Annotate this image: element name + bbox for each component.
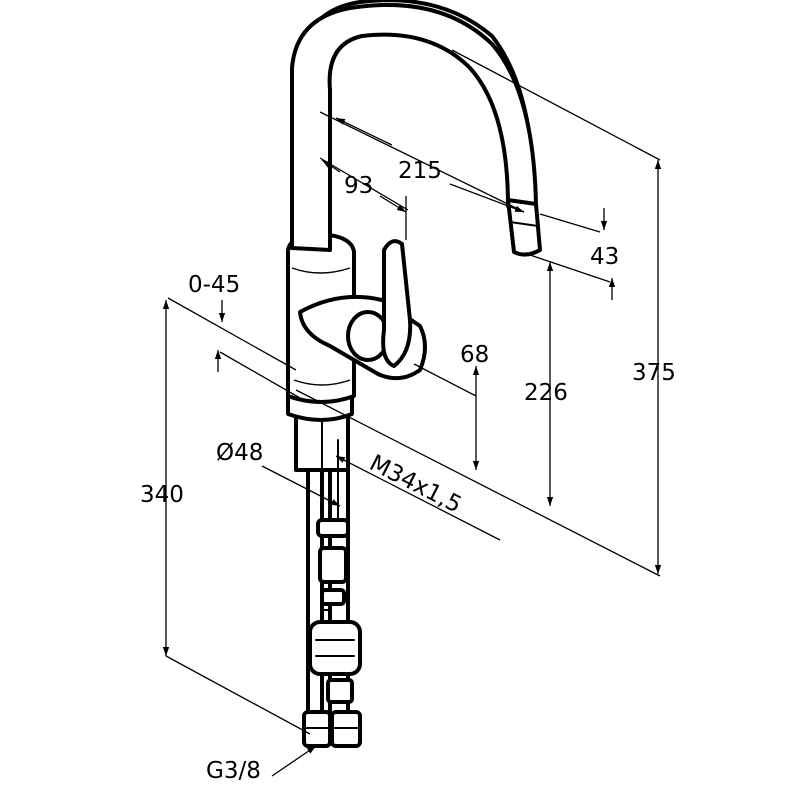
dimension-labels: 215 93 43 0-45 68 226 375 Ø48 M34x1,5 34… bbox=[140, 158, 676, 784]
dimension-thread bbox=[335, 455, 501, 541]
deck-reference-line bbox=[295, 389, 661, 577]
label-lever-height: 68 bbox=[460, 342, 489, 368]
hose-fittings bbox=[302, 518, 362, 748]
label-body-height-range: 0-45 bbox=[188, 272, 240, 298]
label-below-height: 340 bbox=[140, 482, 184, 508]
label-spout-offset: 93 bbox=[344, 173, 373, 199]
label-aerator-height: 43 bbox=[590, 244, 619, 270]
faucet bbox=[286, 0, 542, 748]
dimension-68 bbox=[413, 363, 480, 470]
dimension-215 bbox=[319, 49, 661, 233]
dimension-connection bbox=[271, 745, 317, 777]
dimension-93 bbox=[319, 157, 409, 240]
label-spout-reach: 215 bbox=[398, 158, 442, 184]
lever-handle bbox=[298, 239, 427, 381]
label-total-height: 375 bbox=[632, 360, 676, 386]
label-thread: M34x1,5 bbox=[365, 450, 465, 518]
dimension-diameter-48 bbox=[261, 465, 341, 507]
spout bbox=[290, 0, 542, 257]
label-spout-outlet-height: 226 bbox=[524, 380, 568, 406]
dimension-0-45 bbox=[167, 297, 301, 399]
label-base-diameter: Ø48 bbox=[216, 440, 263, 466]
dimension-43 bbox=[529, 254, 616, 300]
dimension-lines bbox=[162, 49, 662, 777]
dimension-340 bbox=[162, 300, 311, 735]
label-connection: G3/8 bbox=[206, 758, 261, 784]
